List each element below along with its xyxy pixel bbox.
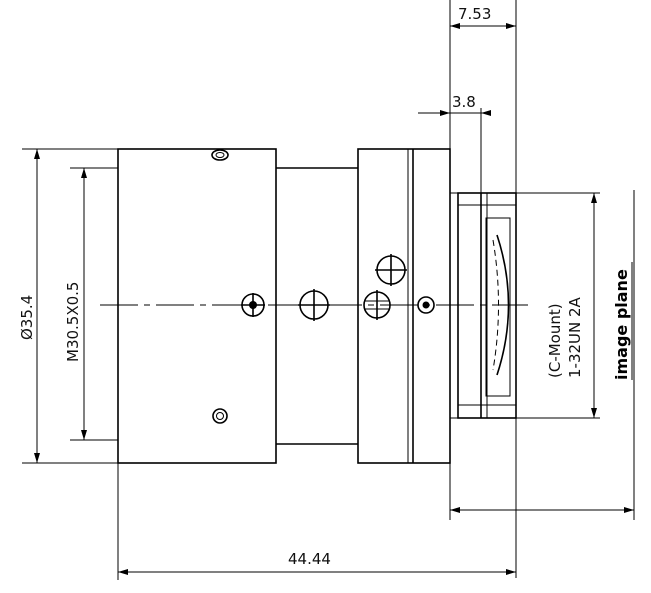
dim-filter-thread: M30.5X0.5 [64, 167, 118, 441]
ring-block [357, 148, 451, 464]
screw-bottom-icon [212, 408, 228, 424]
iris-screw-lower-icon [363, 290, 391, 320]
dim-filter-thread-label: M30.5X0.5 [64, 282, 82, 362]
image-plane-label: image plane [612, 269, 631, 380]
dim-rear-reference [449, 190, 635, 520]
lens-body [117, 148, 517, 464]
dim-flange-width-label: 7.53 [458, 5, 491, 23]
dim-total-length: 44.44 [117, 463, 516, 580]
dim-back-offset: 3.8 [418, 93, 491, 193]
c-mount-label-line1: (C-Mount) [546, 303, 564, 378]
dim-flange-width: 7.53 [449, 0, 517, 150]
front-barrel [117, 148, 277, 464]
dim-back-offset-label: 3.8 [452, 93, 476, 111]
dim-outer-diameter-label: Ø35.4 [18, 295, 36, 340]
dim-total-length-label: 44.44 [288, 550, 331, 568]
image-plane-callout: image plane [612, 262, 633, 380]
fasteners [211, 149, 435, 424]
screw-top-icon [211, 149, 229, 161]
rear-glass-element [485, 217, 511, 397]
dim-c-mount: (C-Mount) 1-32UN 2A [516, 192, 600, 419]
dim-outer-diameter: Ø35.4 [18, 148, 118, 464]
iris-screw-upper-icon [375, 254, 407, 286]
c-mount-label-line2: 1-32UN 2A [566, 296, 584, 378]
